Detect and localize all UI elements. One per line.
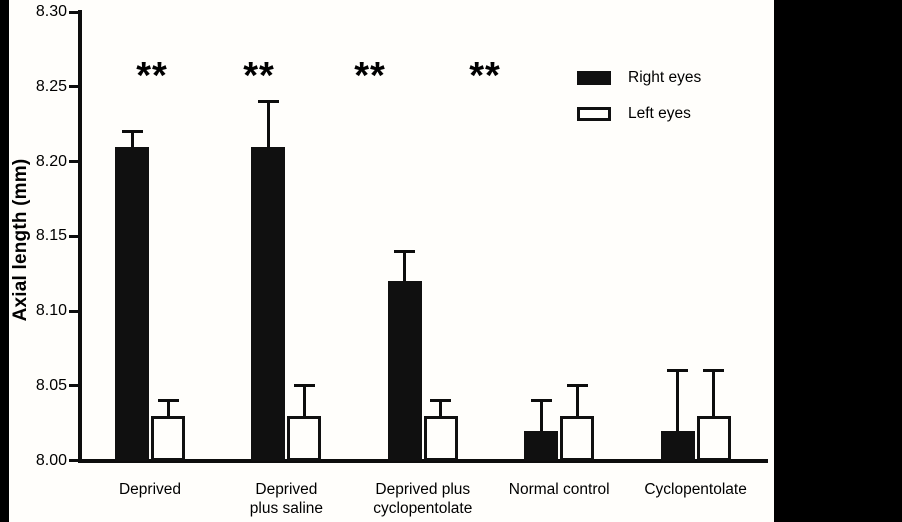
error-bar-cap: [293, 384, 315, 388]
y-tick-label: 8.25: [35, 77, 67, 95]
error-bar-stem: [166, 400, 170, 416]
error-bar-stem: [676, 370, 680, 431]
x-category-label-line: Deprived: [255, 481, 318, 498]
significance-marker: **: [469, 55, 501, 97]
error-bar-stem: [302, 385, 306, 416]
legend-item-left-eyes: Left eyes: [577, 104, 691, 124]
error-bar-cap: [430, 399, 452, 403]
left-eyes-label: Left eyes: [628, 105, 691, 122]
x-category-label-line: Cyclopentolate: [644, 481, 747, 498]
x-category-label-line: Deprived: [118, 481, 182, 498]
error-bar-cap: [667, 369, 689, 373]
significance-marker: **: [243, 55, 275, 97]
error-bar-stem: [712, 370, 716, 416]
legend-item-right-eyes: Right eyes: [577, 68, 701, 88]
y-tick-mark: [69, 85, 78, 89]
error-bar-cap: [121, 130, 143, 134]
error-bar-stem: [266, 101, 270, 147]
x-category-label: Deprived: [65, 481, 235, 500]
bar-right-eyes: [115, 146, 149, 461]
y-tick-label: 8.00: [35, 451, 67, 469]
y-tick-label: 8.20: [35, 152, 67, 170]
bar-left-eyes: [287, 415, 322, 461]
error-bar-cap: [530, 399, 552, 403]
bar-right-eyes: [660, 430, 695, 461]
y-tick-label: 8.05: [35, 376, 67, 394]
right-border-band: [774, 0, 902, 522]
error-bar-stem: [439, 400, 443, 416]
y-tick-mark: [69, 459, 78, 462]
bar-right-eyes: [387, 281, 422, 461]
x-category-label-line: Normal control: [508, 481, 610, 498]
left-eyes-swatch: [577, 107, 611, 121]
y-tick-mark: [69, 160, 78, 163]
y-tick-label: 8.15: [35, 227, 67, 245]
x-category-label: Cyclopentolate: [611, 481, 781, 500]
error-bar-cap: [394, 249, 416, 253]
error-bar-cap: [703, 369, 725, 373]
error-bar-stem: [575, 385, 579, 416]
y-tick-mark: [69, 10, 78, 14]
right-eyes-swatch: [577, 71, 611, 85]
error-bar-stem: [403, 251, 407, 282]
y-tick-mark: [69, 384, 78, 388]
significance-marker: **: [354, 55, 386, 97]
bar-right-eyes: [251, 146, 286, 461]
error-bar-cap: [257, 100, 279, 104]
bar-left-eyes: [696, 415, 731, 461]
error-bar-stem: [539, 400, 543, 431]
y-tick-label: 8.30: [35, 3, 67, 20]
y-tick-mark: [69, 234, 78, 238]
bar-left-eyes: [151, 415, 185, 461]
right-eyes-label: Right eyes: [628, 69, 702, 86]
error-bar-stem: [130, 131, 134, 147]
left-border-band: [0, 0, 9, 522]
error-bar-cap: [157, 399, 179, 403]
y-tick-mark: [69, 309, 78, 313]
y-axis-line: [78, 10, 82, 463]
x-category-label: Normal control: [474, 481, 644, 500]
y-tick-label: 8.10: [35, 302, 67, 319]
bar-left-eyes: [560, 415, 595, 461]
bar-left-eyes: [423, 415, 458, 461]
x-category-label-line: plus saline: [249, 499, 324, 517]
bar-right-eyes: [524, 430, 559, 461]
error-bar-cap: [566, 384, 588, 388]
x-axis-line: [78, 459, 768, 463]
significance-marker: **: [136, 55, 168, 97]
x-category-label-line: cyclopentolate: [373, 499, 473, 517]
x-category-label-line: Deprived plus: [375, 481, 471, 498]
